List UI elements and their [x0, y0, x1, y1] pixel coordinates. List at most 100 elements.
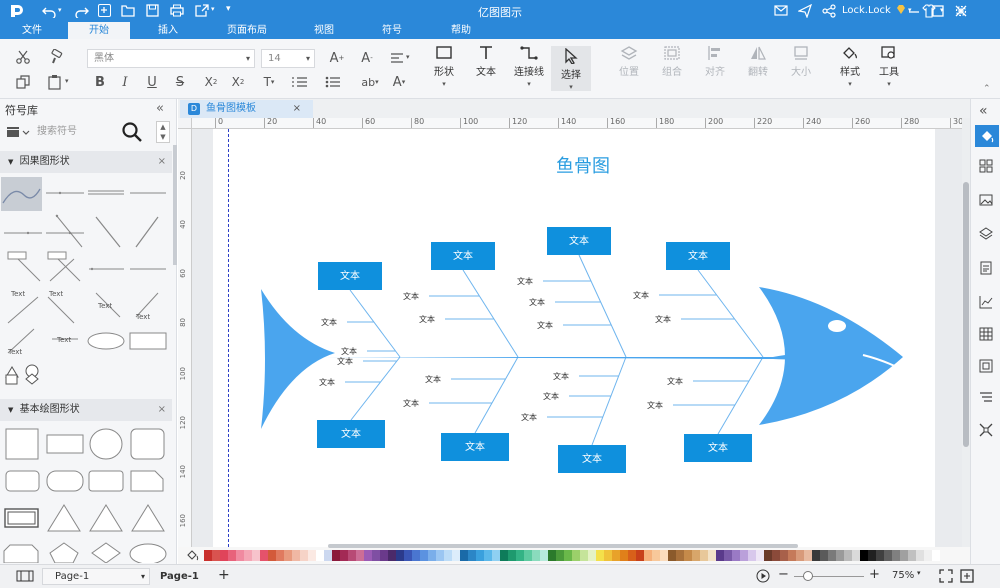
- text-case-icon[interactable]: T▾: [263, 75, 275, 89]
- color-swatch[interactable]: [548, 550, 556, 561]
- open-folder-icon[interactable]: [121, 4, 135, 17]
- color-swatch[interactable]: [204, 550, 212, 561]
- color-swatch[interactable]: [860, 550, 868, 561]
- bullet-list-icon[interactable]: [323, 72, 343, 92]
- grid-icon[interactable]: [979, 159, 993, 173]
- close-section-icon[interactable]: ×: [157, 404, 166, 415]
- cause-box[interactable]: [317, 420, 385, 448]
- menu-home[interactable]: 开始: [68, 22, 130, 39]
- drawing-page[interactable]: 文本文本文本文本文本文本文本文本 文本文本文本文本文本文本文本文本文本文本文本文…: [213, 129, 935, 547]
- document-page-icon[interactable]: [979, 261, 993, 275]
- color-swatch[interactable]: [620, 550, 628, 561]
- menu-insert[interactable]: 插入: [158, 25, 178, 36]
- export-icon[interactable]: [195, 4, 209, 17]
- color-swatch[interactable]: [884, 550, 892, 561]
- color-swatch[interactable]: [380, 550, 388, 561]
- table-icon[interactable]: [979, 327, 993, 341]
- fullscreen-icon[interactable]: [960, 569, 974, 583]
- color-swatch[interactable]: [252, 550, 260, 561]
- export-dropdown-icon[interactable]: ▾: [211, 5, 215, 13]
- flip-button[interactable]: 翻转: [743, 43, 773, 78]
- menu-file[interactable]: 文件: [22, 25, 42, 36]
- image-icon[interactable]: [979, 193, 993, 207]
- color-swatch[interactable]: [428, 550, 436, 561]
- bold-icon[interactable]: B: [95, 74, 105, 90]
- select-button[interactable]: 选择 ▾: [551, 46, 591, 91]
- undo-icon[interactable]: [42, 4, 56, 18]
- fit-page-icon[interactable]: [939, 569, 953, 583]
- color-swatch[interactable]: [460, 550, 468, 561]
- expand-panel-icon[interactable]: «: [979, 103, 988, 119]
- layers-icon[interactable]: [979, 227, 993, 241]
- library-menu-icon[interactable]: [6, 125, 30, 139]
- color-swatch[interactable]: [924, 550, 932, 561]
- color-swatch[interactable]: [276, 550, 284, 561]
- underline-icon[interactable]: U: [147, 74, 157, 90]
- skin-dropdown-icon[interactable]: ▾: [940, 6, 944, 14]
- color-swatch[interactable]: [284, 550, 292, 561]
- search-icon[interactable]: [121, 121, 143, 143]
- color-swatch[interactable]: [812, 550, 820, 561]
- cause-box[interactable]: [547, 227, 611, 255]
- color-swatch[interactable]: [692, 550, 700, 561]
- color-swatch[interactable]: [668, 550, 676, 561]
- color-swatch[interactable]: [308, 550, 316, 561]
- text-align-icon[interactable]: [979, 391, 993, 405]
- color-swatch[interactable]: [348, 550, 356, 561]
- color-swatch[interactable]: [700, 550, 708, 561]
- color-swatch[interactable]: [212, 550, 220, 561]
- color-swatch[interactable]: [372, 550, 380, 561]
- color-swatch[interactable]: [396, 550, 404, 561]
- library-scrollbar[interactable]: [173, 145, 177, 265]
- page-setup-icon[interactable]: [979, 359, 993, 373]
- zoom-in-icon[interactable]: +: [869, 567, 880, 582]
- format-painter-icon[interactable]: [47, 47, 67, 67]
- color-swatch[interactable]: [292, 550, 300, 561]
- play-presentation-icon[interactable]: [756, 569, 770, 583]
- close-section-icon[interactable]: ×: [157, 156, 166, 167]
- sub-cause-label[interactable]: 文本: [633, 290, 649, 300]
- numbered-list-icon[interactable]: [290, 72, 310, 92]
- sub-cause-label[interactable]: 文本: [341, 346, 357, 356]
- text-effect-icon[interactable]: ab▾: [361, 75, 379, 89]
- menu-page-layout[interactable]: 页面布局: [227, 25, 267, 36]
- color-swatch[interactable]: [324, 550, 332, 561]
- color-swatch[interactable]: [724, 550, 732, 561]
- italic-icon[interactable]: I: [122, 74, 128, 90]
- send-icon[interactable]: [798, 4, 812, 18]
- menu-view[interactable]: 视图: [314, 25, 334, 36]
- close-icon[interactable]: [954, 4, 968, 18]
- cause-box[interactable]: [684, 434, 752, 462]
- cause-box[interactable]: [431, 242, 495, 270]
- cause-bone[interactable]: [350, 356, 401, 421]
- color-swatch[interactable]: [708, 550, 716, 561]
- color-swatch[interactable]: [452, 550, 460, 561]
- color-swatch[interactable]: [508, 550, 516, 561]
- size-button[interactable]: 大小: [786, 43, 816, 78]
- color-swatch[interactable]: [484, 550, 492, 561]
- sub-cause-label[interactable]: 文本: [403, 291, 419, 301]
- color-swatch[interactable]: [780, 550, 788, 561]
- cause-bone[interactable]: [591, 356, 627, 446]
- color-swatch[interactable]: [492, 550, 500, 561]
- color-swatch[interactable]: [732, 550, 740, 561]
- sub-cause-label[interactable]: 文本: [667, 376, 683, 386]
- align-dropdown-icon[interactable]: ▾: [406, 53, 410, 61]
- sub-cause-label[interactable]: 文本: [425, 374, 441, 384]
- fill-style-icon[interactable]: [975, 125, 999, 147]
- vertical-scrollbar[interactable]: [962, 118, 970, 547]
- color-swatch[interactable]: [364, 550, 372, 561]
- color-swatch[interactable]: [540, 550, 548, 561]
- color-swatch[interactable]: [572, 550, 580, 561]
- color-swatch[interactable]: [476, 550, 484, 561]
- color-swatch[interactable]: [844, 550, 852, 561]
- connector-button[interactable]: 连接线 ▾: [510, 43, 548, 89]
- color-swatch[interactable]: [772, 550, 780, 561]
- color-swatch[interactable]: [404, 550, 412, 561]
- color-swatch[interactable]: [604, 550, 612, 561]
- color-swatch[interactable]: [764, 550, 772, 561]
- color-swatch[interactable]: [340, 550, 348, 561]
- cause-box[interactable]: [666, 242, 730, 270]
- align-button[interactable]: 对齐: [700, 43, 730, 78]
